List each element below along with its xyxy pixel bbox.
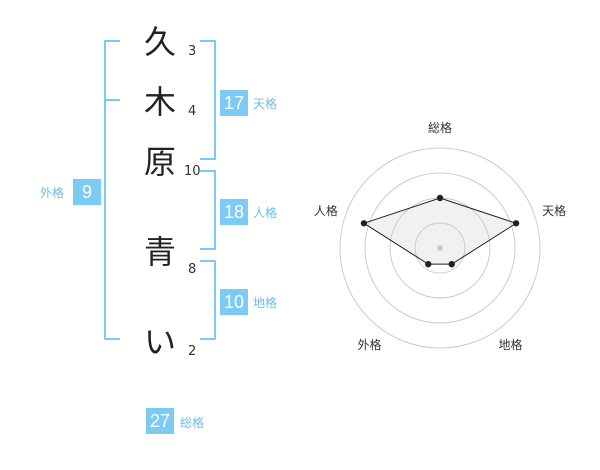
gaikaku-bracket: [104, 40, 120, 340]
jinkaku-value-badge: 18: [220, 199, 248, 225]
radar-grid-ring: [414, 222, 466, 274]
jinkaku-label: 人格: [253, 206, 278, 220]
tenkaku-value-badge: 17: [220, 90, 248, 116]
stroke-count-2: 4: [188, 104, 197, 119]
radar-axis-label-1: 総格: [428, 120, 452, 135]
radar-point-2: [512, 220, 520, 227]
stroke-count-5: 2: [188, 344, 197, 359]
radar-center-dot: [437, 245, 443, 251]
stroke-count-4: 8: [188, 262, 197, 277]
gaikaku-value-badge: 9: [73, 179, 101, 205]
radar-point-4: [425, 260, 432, 268]
radar-axis-label-5: 人格: [314, 203, 338, 218]
name-diagram: 久 木 原 青 い 3 4 10 8 2 17 天格 18 人格 10 地格 外…: [40, 23, 278, 434]
soukaku-value-badge: 27: [146, 408, 174, 434]
radar-axis-label-4: 外格: [357, 337, 381, 352]
radar-grid-ring: [364, 172, 516, 324]
name-char-2: 木: [143, 83, 176, 121]
name-char-3: 原: [143, 143, 176, 181]
radar-grid-ring: [339, 147, 541, 349]
tenkaku-bracket: [200, 40, 216, 160]
radar-point-3: [448, 260, 455, 268]
chikaku-label: 地格: [253, 296, 278, 310]
chikaku-bracket: [200, 260, 216, 340]
radar-chart: 総格天格地格 外格 人格: [300, 110, 590, 370]
radar-value-polygon: [362, 197, 518, 265]
name-char-5: い: [143, 323, 176, 361]
radar-point-1: [436, 194, 444, 202]
tenkaku-label: 天格: [253, 97, 278, 111]
stroke-count-3: 10: [184, 164, 201, 179]
soukaku-label: 総格: [180, 416, 205, 430]
stroke-count-1: 3: [188, 44, 197, 59]
radar-axis-label-2: 天格: [542, 203, 566, 218]
gaikaku-bracket-tick: [104, 99, 120, 101]
jinkaku-bracket: [200, 170, 216, 250]
chikaku-value-badge: 10: [220, 289, 248, 315]
name-char-1: 久: [143, 23, 176, 61]
radar-axis-label-3: 地格: [499, 337, 523, 352]
gaikaku-label: 外格: [40, 186, 65, 200]
name-char-4: 青: [143, 233, 176, 271]
radar-point-5: [360, 220, 368, 227]
